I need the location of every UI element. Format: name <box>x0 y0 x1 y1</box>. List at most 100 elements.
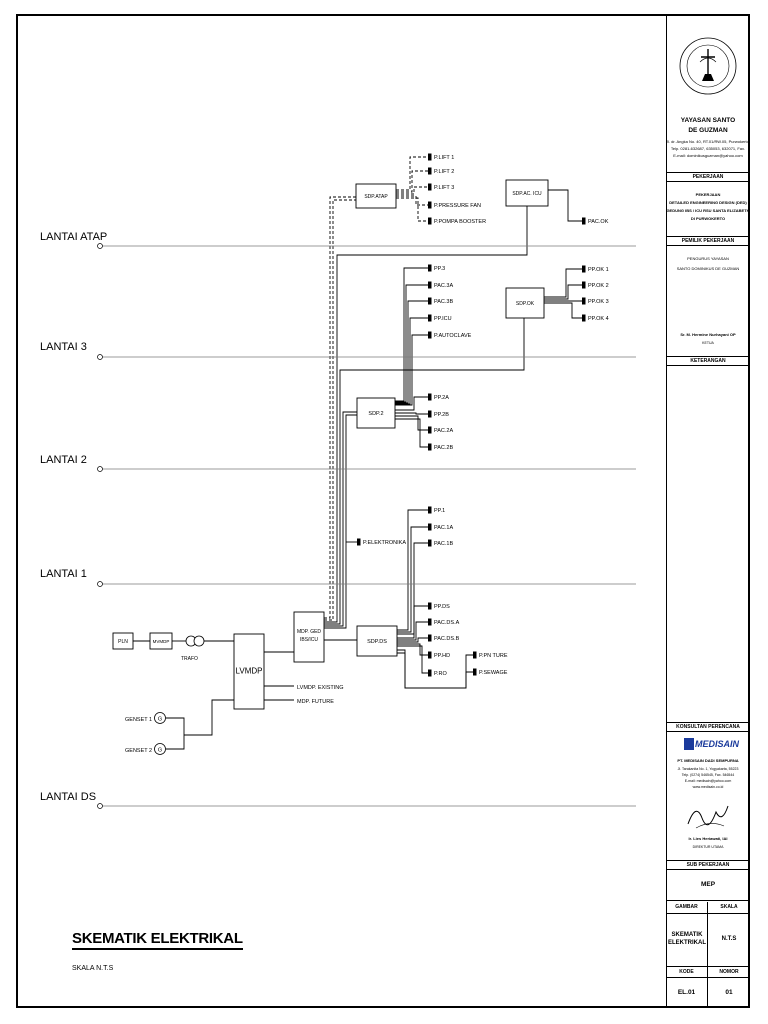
genset1-symbol <box>154 712 166 724</box>
wire <box>324 414 357 629</box>
feeder-ok-3-label: PP.OK 4 <box>588 316 609 322</box>
feeder-l2-0-label: PP.2A <box>434 395 449 401</box>
wire <box>396 170 428 193</box>
wire <box>396 156 428 191</box>
mvmdp-box-label: MVMDP <box>153 639 170 644</box>
signer-role: KETUA <box>702 341 714 345</box>
sdp-ac-icu-box <box>505 179 549 207</box>
wire <box>397 509 428 631</box>
floor-label-l1: LANTAI 1 <box>40 568 87 580</box>
feeder-ok-0-label: PP.OK 1 <box>588 267 609 273</box>
wire <box>395 317 428 405</box>
genset2-label: GENSET 2 <box>125 748 152 754</box>
client-seal-logo <box>666 26 750 106</box>
feeder-ok-3-breaker <box>582 314 586 322</box>
feeder-atap-2-label: P.LIFT 3 <box>434 185 454 191</box>
client-address-2: Telp. 0281-632687, 635053, 632071, Fax. … <box>670 146 746 151</box>
drawing-frame <box>16 14 750 1008</box>
keterangan-header: KETERANGAN <box>666 356 750 366</box>
feeder-l2-0-breaker <box>428 393 432 401</box>
feeder-ok-0-breaker <box>582 265 586 273</box>
feeder-l3-2-label: PAC.3B <box>434 299 453 305</box>
feeder-atap-3-breaker <box>428 201 432 209</box>
genset1-g: G <box>158 717 162 723</box>
gambar-value-cell: SKEMATIK ELEKTRIKAL <box>666 914 708 966</box>
sub-pekerjaan-value: MEP <box>700 881 716 888</box>
feeder-pac-ok-label: PAC.OK <box>588 219 609 225</box>
feeder-atap-2-breaker <box>428 183 432 191</box>
wire <box>395 418 428 448</box>
client-address-3: E-mail: dominikusguzman@yahoo.com <box>673 153 743 158</box>
floor-label-l3: LANTAI 3 <box>40 341 87 353</box>
pemilik-line-2: SANTO DOMINIKUS DE GUZMAN <box>676 266 740 271</box>
wire <box>397 605 428 639</box>
wire <box>395 415 428 431</box>
feeder-ok-2-label: PP.OK 3 <box>588 299 609 305</box>
feeder-ds-0-label: PP.DS <box>434 604 450 610</box>
wire <box>544 284 582 300</box>
director-signature <box>666 794 750 834</box>
client-address-1: Jl. dr. Angka No. 40, RT.01/RW.05, Purwo… <box>666 139 750 144</box>
wire <box>397 643 428 656</box>
wire <box>395 284 428 403</box>
sdp-ds-box-label: SDP.DS <box>367 639 387 645</box>
sdp-ok-box-label: SDP.OK <box>516 301 535 307</box>
pemilik-line-1: PENGURUS YAYASAN <box>687 256 729 261</box>
director-role: DIREKTUR UTAMA <box>692 845 724 849</box>
pekerjaan-line-4: DI PURWOKERTO <box>690 216 726 221</box>
mdp-ibs-box <box>293 611 325 663</box>
feeder-ds-1-label: PAC.DS.A <box>434 620 460 626</box>
feeder-pac-ok-breaker <box>582 217 586 225</box>
feeder-l2-1-label: PP.2B <box>434 412 449 418</box>
feeder-l3-0-breaker <box>428 264 432 272</box>
kode-label: KODE <box>666 966 708 978</box>
wire <box>184 699 234 736</box>
feeder-atap-4-label: P.POMPA BOOSTER <box>434 219 486 225</box>
sdp-2-box <box>356 397 396 429</box>
feeder-l1-2-label: PAC.1B <box>434 541 453 547</box>
pekerjaan-line-3: GEDUNG IBS / ICU RSU SANTA ELIZABETH <box>666 208 750 213</box>
wire <box>324 411 357 627</box>
feeder-l1-2-breaker <box>428 539 432 547</box>
floor-label-ds: LANTAI DS <box>40 791 96 803</box>
feeder-l3-1-label: PAC.3A <box>434 283 453 289</box>
sdp-atap-box <box>355 183 397 209</box>
feeder-ds-0-breaker <box>428 602 432 610</box>
drawing-scale-note: SKALA N.T.S <box>72 965 114 972</box>
sub-pekerjaan-header: SUB PEKERJAAN <box>666 860 750 870</box>
feeder-l3-1-breaker <box>428 281 432 289</box>
consultant-name: PT. MEDISAIN DADI SEMPURNA <box>677 758 739 763</box>
floor-marker-l2 <box>97 466 103 472</box>
feeder-atap-4-breaker <box>428 217 432 225</box>
trafo-coil-2 <box>193 635 205 647</box>
consultant-address-1: Jl. Tarakanita No. 1, Yogyakarta, 55223 <box>677 767 739 771</box>
consultant-address-4: www.medisain.co.id <box>692 785 724 789</box>
feeder-ok-2-breaker <box>582 297 586 305</box>
gambar-value-1: SKEMATIK <box>671 932 703 938</box>
feeder-l2-3-breaker <box>428 443 432 451</box>
nomor-value: 01 <box>725 989 733 996</box>
wire <box>395 412 428 415</box>
konsultan-header: KONSULTAN PERENCANA <box>666 722 750 732</box>
skala-label: SKALA <box>708 902 750 914</box>
sdp-ds-box <box>356 625 398 657</box>
riser-ac-icu <box>324 206 528 623</box>
pekerjaan-line-2: DETAILED ENGINEERING DESIGN (DED) <box>669 200 747 205</box>
floor-label-atap: LANTAI ATAP <box>40 231 107 243</box>
nomor-label: NOMOR <box>708 966 750 978</box>
feeder-l3-4-breaker <box>428 331 432 339</box>
kode-value: EL.01 <box>666 978 708 1008</box>
client-name-2: DE GUZMAN <box>688 127 728 134</box>
wire <box>397 526 428 633</box>
wire <box>397 645 428 674</box>
feeder-ds-2-label: PAC.DS.B <box>434 636 460 642</box>
floor-marker-l1 <box>97 581 103 587</box>
lvmdp-box-label: LVMDP <box>236 667 263 676</box>
floor-marker-atap <box>97 243 103 249</box>
mdp-ibs-label-2: IBS/ICU <box>300 637 318 643</box>
genset2-g: G <box>158 748 162 754</box>
wire <box>544 302 582 319</box>
wire <box>396 195 428 206</box>
floor-label-l2: LANTAI 2 <box>40 454 87 466</box>
feeder-ds-sub-1-label: P.SEWAGE <box>479 670 508 676</box>
